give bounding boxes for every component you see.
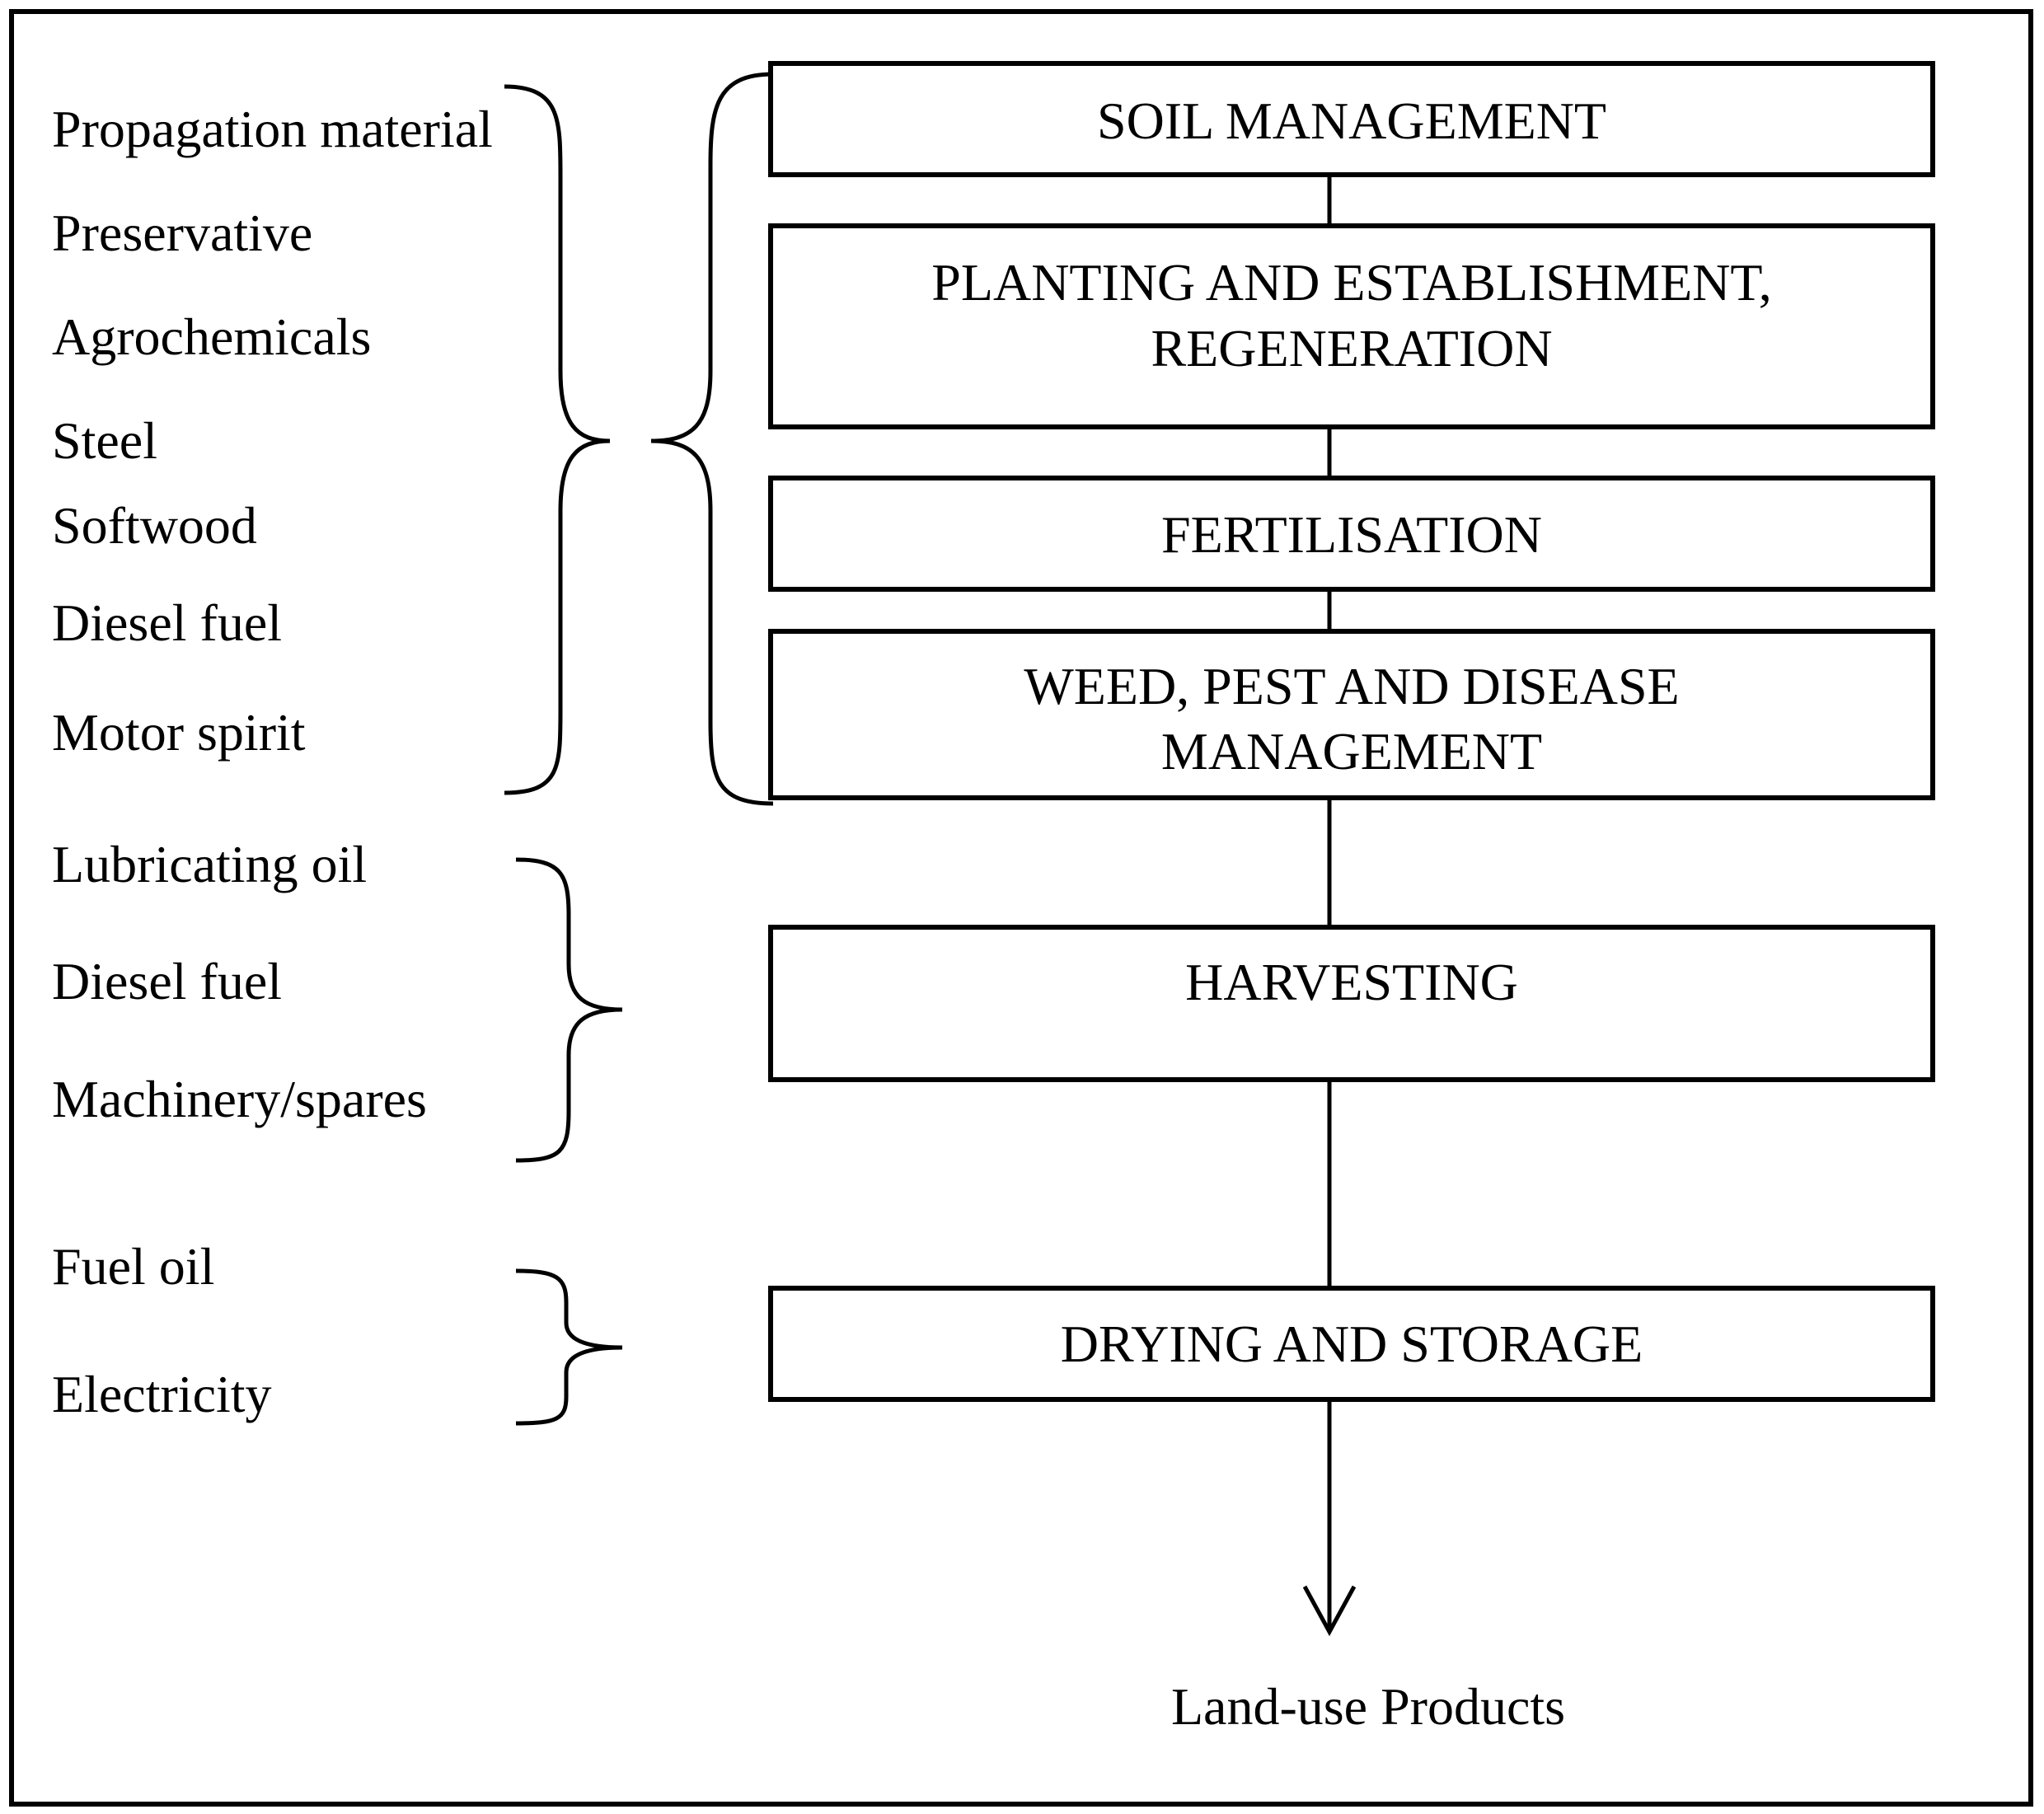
input-label: Lubricating oil [52,835,367,893]
input-label: Machinery/spares [52,1070,427,1128]
input-label: Agrochemicals [52,307,371,366]
stage-label: REGENERATION [1151,319,1552,377]
stage-box [768,61,1935,177]
outer-frame [9,9,2033,1807]
input-label: Softwood [52,496,257,555]
stage-label: SOIL MANAGEMENT [1097,91,1606,150]
stage-label: FERTILISATION [1161,505,1542,564]
input-label: Propagation material [52,100,493,158]
stage-weed-pest-disease: WEED, PEST AND DISEASE MANAGEMENT [768,629,1935,800]
input-label: Preservative [52,204,312,262]
stage-label: DRYING AND STORAGE [1061,1315,1643,1373]
stage-label: MANAGEMENT [1161,722,1542,780]
input-label: Diesel fuel [52,952,282,1010]
stage-box [768,1286,1935,1402]
stage-box [768,925,1935,1082]
stage-box [768,476,1935,592]
output-arrow-head-icon [1302,1585,1357,1637]
brace-group-3 [515,1268,623,1426]
stage-fertilisation: FERTILISATION [768,476,1935,592]
brace-stages-left-facing [650,72,774,806]
stage-planting: PLANTING AND ESTABLISHMENT, REGENERATION [768,223,1935,429]
output-label: Land-use Products [1171,1677,1565,1736]
stage-label: PLANTING AND ESTABLISHMENT, [931,253,1771,312]
brace-group-1-right-facing [504,84,611,795]
brace-group-2 [515,857,623,1163]
stage-label: WEED, PEST AND DISEASE [1024,657,1679,715]
stage-label: HARVESTING [1185,953,1518,1011]
stage-drying-storage: DRYING AND STORAGE [768,1286,1935,1402]
input-label: Steel [52,411,157,470]
input-label: Electricity [52,1365,272,1423]
input-group-1: Propagation material Preservative Agroch… [52,100,493,762]
input-label: Motor spirit [52,703,306,762]
input-label: Fuel oil [52,1237,214,1296]
input-group-2: Lubricating oil Diesel fuel Machinery/sp… [52,835,427,1128]
stage-soil-management: SOIL MANAGEMENT [768,61,1935,177]
stage-box [768,223,1935,429]
input-group-3: Fuel oil Electricity [52,1237,272,1423]
stage-box [768,629,1935,800]
input-label: Diesel fuel [52,593,282,652]
stage-harvesting: HARVESTING [768,925,1935,1082]
